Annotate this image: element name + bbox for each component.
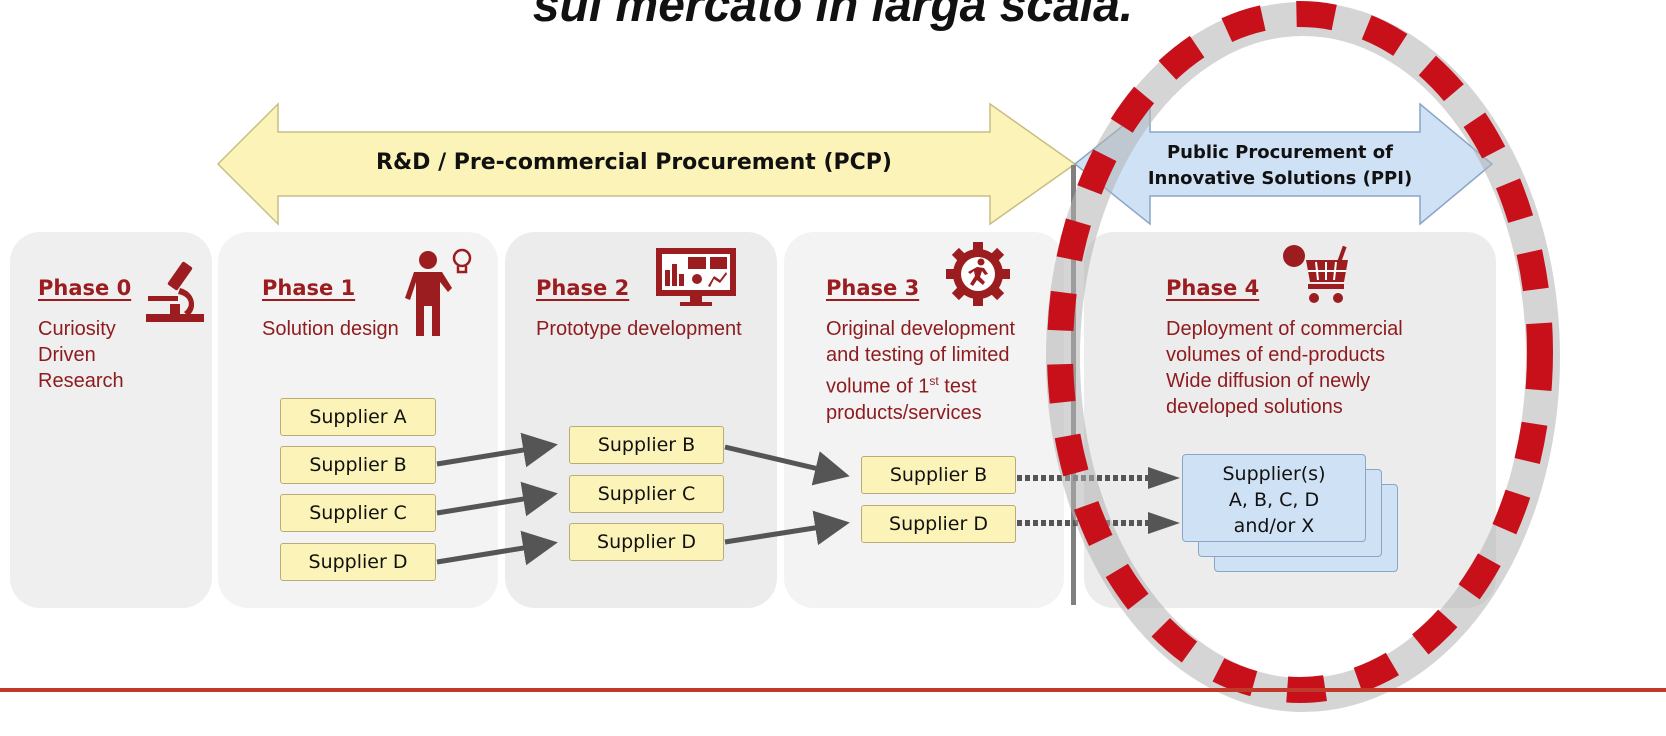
phase-4-title: Phase 4 xyxy=(1166,276,1260,300)
phase-2-title: Phase 2 xyxy=(536,276,630,300)
phase-3-description: Original development and testing of limi… xyxy=(826,316,1015,426)
page-title: sul mercato in larga scala. xyxy=(532,0,1134,32)
supplier-box-phase3-b: Supplier B xyxy=(861,456,1016,494)
supplier-box-phase1-d: Supplier D xyxy=(280,543,436,581)
supplier-stack-text: Supplier(s) A, B, C, D and/or X xyxy=(1222,463,1326,537)
ordinal-suffix: st xyxy=(929,374,939,388)
phase-0-description: Curiosity Driven Research xyxy=(38,318,124,392)
supplier-box-phase1-c: Supplier C xyxy=(280,494,436,532)
phase-3-desc-line-1: Original development xyxy=(826,318,1015,340)
phase-3-desc-line-2: and testing of limited xyxy=(826,344,1010,366)
shopping-cart-icon xyxy=(1283,245,1348,303)
ppi-banner-label: Public Procurement of Innovative Solutio… xyxy=(1147,142,1413,189)
phase-3-desc-line-4: products/services xyxy=(826,401,982,424)
phase-1-title: Phase 1 xyxy=(262,276,356,300)
microscope-icon xyxy=(146,261,204,322)
phase-1-description: Solution design xyxy=(262,318,399,340)
supplier-box-phase2-b: Supplier B xyxy=(569,426,724,464)
monitor-dashboard-icon xyxy=(656,248,736,306)
phase-3-panel xyxy=(784,232,1064,608)
supplier-box-phase3-d: Supplier D xyxy=(861,505,1016,543)
pcp-ppi-divider xyxy=(1071,165,1076,605)
phase-3-title: Phase 3 xyxy=(826,276,920,300)
phase-0-title: Phase 0 xyxy=(38,276,132,300)
supplier-box-phase2-c: Supplier C xyxy=(569,475,724,513)
bottom-rule xyxy=(0,688,1666,692)
pcp-banner-label: R&D / Pre-commercial Procurement (PCP) xyxy=(376,150,892,175)
supplier-box-phase1-a: Supplier A xyxy=(280,398,436,436)
phase-0-panel xyxy=(10,232,212,608)
gear-running-icon xyxy=(946,242,1010,306)
supplier-box-phase1-b: Supplier B xyxy=(280,446,436,484)
supplier-box-phase2-d: Supplier D xyxy=(569,523,724,561)
phase-2-description: Prototype development xyxy=(536,318,742,340)
person-lightbulb-icon xyxy=(405,248,472,336)
phase-4-description: Deployment of commercial volumes of end-… xyxy=(1166,318,1403,418)
phase-3-desc-line-3: volume of 1st test xyxy=(826,374,977,398)
supplier-stack-card-front: Supplier(s) A, B, C, D and/or X xyxy=(1182,454,1366,542)
